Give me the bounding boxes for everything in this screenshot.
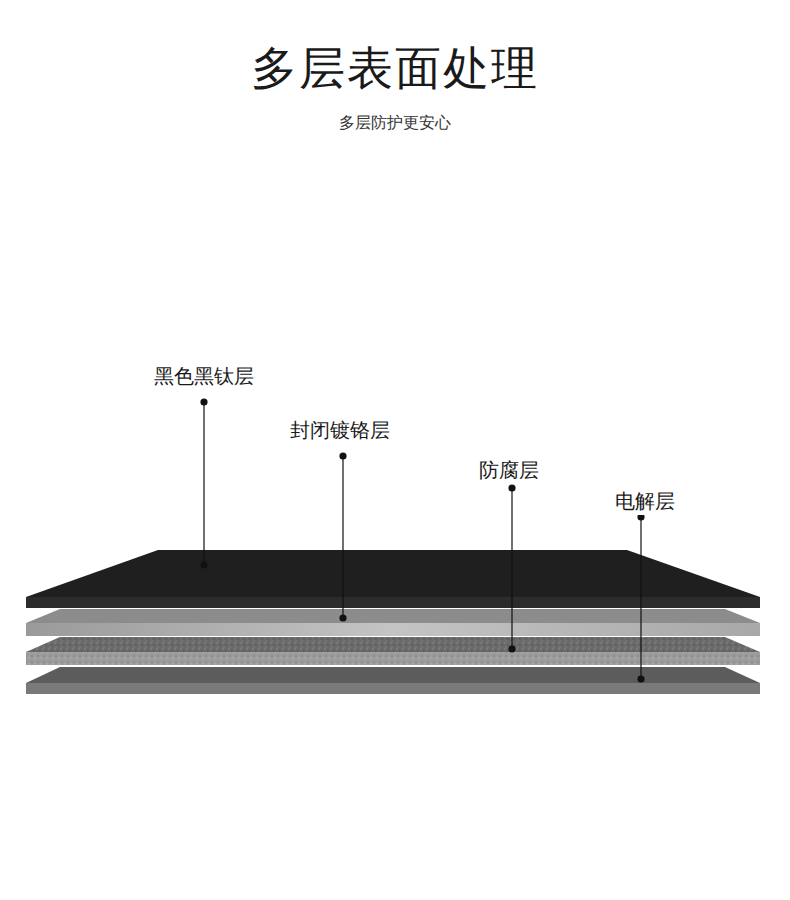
page-subtitle: 多层防护更安心 <box>339 113 451 134</box>
anticorrosion-layer-edge <box>26 652 760 665</box>
electrolytic-layer-edge <box>26 683 760 694</box>
anticorrosion-layer <box>26 637 760 652</box>
layer-label: 封闭镀铬层 <box>288 417 392 444</box>
chrome-layer-edge <box>26 623 760 636</box>
electrolytic-layer <box>26 667 760 683</box>
leader-lines <box>201 399 644 682</box>
black-titanium-layer <box>26 550 760 597</box>
layer-label: 黑色黑钛层 <box>152 363 256 390</box>
black-titanium-layer-edge <box>26 597 760 608</box>
chrome-layer <box>26 609 760 623</box>
layer-label: 防腐层 <box>477 457 541 484</box>
layer-label: 电解层 <box>613 488 677 515</box>
page-title: 多层表面处理 <box>251 38 539 100</box>
